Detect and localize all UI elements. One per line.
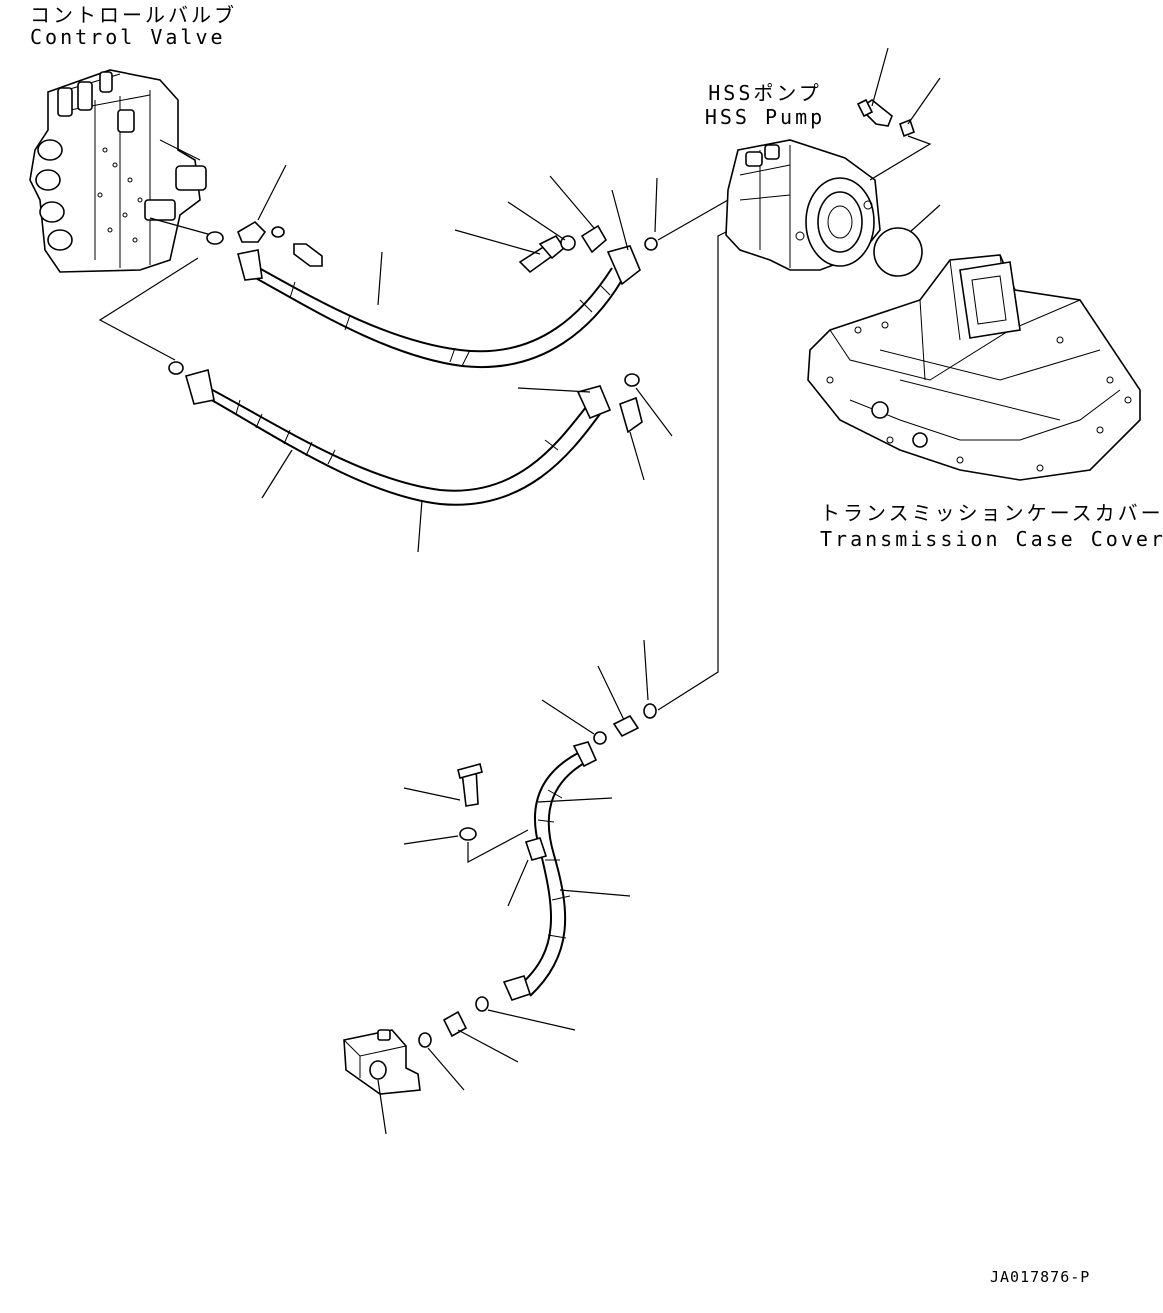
bolt-bottom bbox=[458, 764, 482, 806]
o-ring-pump-flange bbox=[874, 228, 922, 276]
o-ring-bottom-right bbox=[476, 997, 488, 1011]
adapter-bottom bbox=[444, 1012, 466, 1036]
control-valve-label-en: Control Valve bbox=[30, 25, 226, 49]
bolt-top-small bbox=[294, 244, 322, 266]
hose-upper bbox=[238, 246, 640, 367]
clamp-lower bbox=[620, 398, 642, 432]
o-ring-pump-upper bbox=[645, 238, 657, 250]
o-ring-cv-bottom bbox=[169, 362, 183, 374]
transmission-case-cover bbox=[808, 255, 1140, 480]
drawing-id: JA017876-P bbox=[990, 1268, 1091, 1286]
clamp-upper bbox=[582, 226, 606, 252]
o-ring-mid-left bbox=[594, 732, 606, 744]
clamp-bottom bbox=[526, 838, 546, 860]
o-ring-lower bbox=[625, 374, 639, 386]
nut-pump bbox=[900, 120, 914, 136]
hss-pump-label-jp: HSSポンプ bbox=[708, 81, 822, 105]
control-valve bbox=[30, 70, 206, 272]
bolt-pump bbox=[858, 100, 892, 126]
hose-lower bbox=[186, 370, 610, 505]
washer-bottom bbox=[460, 828, 476, 840]
control-valve-label-jp: コントロールバルブ bbox=[30, 3, 237, 27]
hss-pump bbox=[726, 140, 880, 270]
washer-top-small bbox=[272, 227, 284, 237]
bolt-upper bbox=[520, 236, 564, 272]
hss-pump-label-en: HSS Pump bbox=[704, 105, 826, 129]
o-ring-mid-right bbox=[644, 704, 656, 718]
hose-bottom bbox=[504, 742, 596, 1000]
o-ring-cv-top bbox=[207, 232, 223, 244]
o-ring-bottom-left bbox=[419, 1033, 431, 1047]
adapter-mid bbox=[614, 716, 638, 736]
transmission-cover-label-en: Transmission Case Cover bbox=[820, 527, 1163, 551]
block-valve bbox=[344, 1030, 420, 1094]
clamp-small-top bbox=[238, 165, 286, 242]
transmission-cover-label-jp: トランスミッションケースカバー bbox=[820, 501, 1163, 525]
